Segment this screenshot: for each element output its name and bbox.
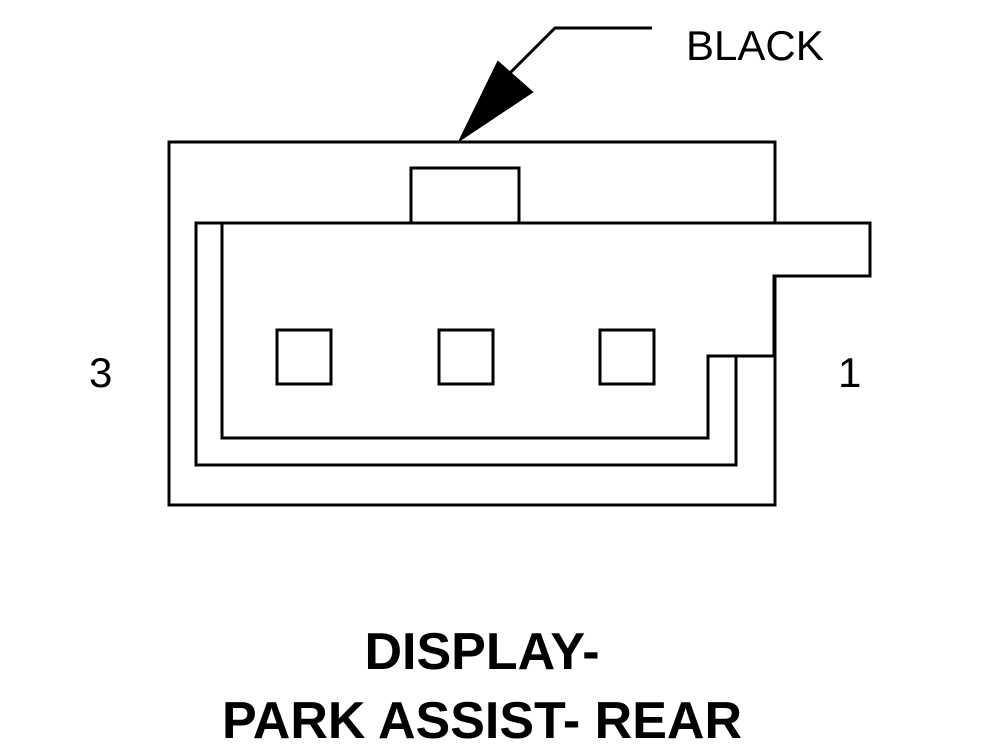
pin-3-terminal [275,328,333,386]
diagram-title-line1: DISPLAY- [364,623,599,681]
connector-color-label: BLACK [686,22,824,69]
pin-2-terminal [437,328,495,386]
color-callout-arrow [457,60,534,143]
pin-label-right: 1 [838,349,861,396]
locking-tab [409,166,521,225]
color-callout-leader [506,26,652,77]
diagram-title-line2: PARK ASSIST- REAR [222,692,742,750]
pin-1-terminal [598,328,656,386]
terminal-cavity [220,221,872,440]
pin-label-left: 3 [89,349,112,396]
